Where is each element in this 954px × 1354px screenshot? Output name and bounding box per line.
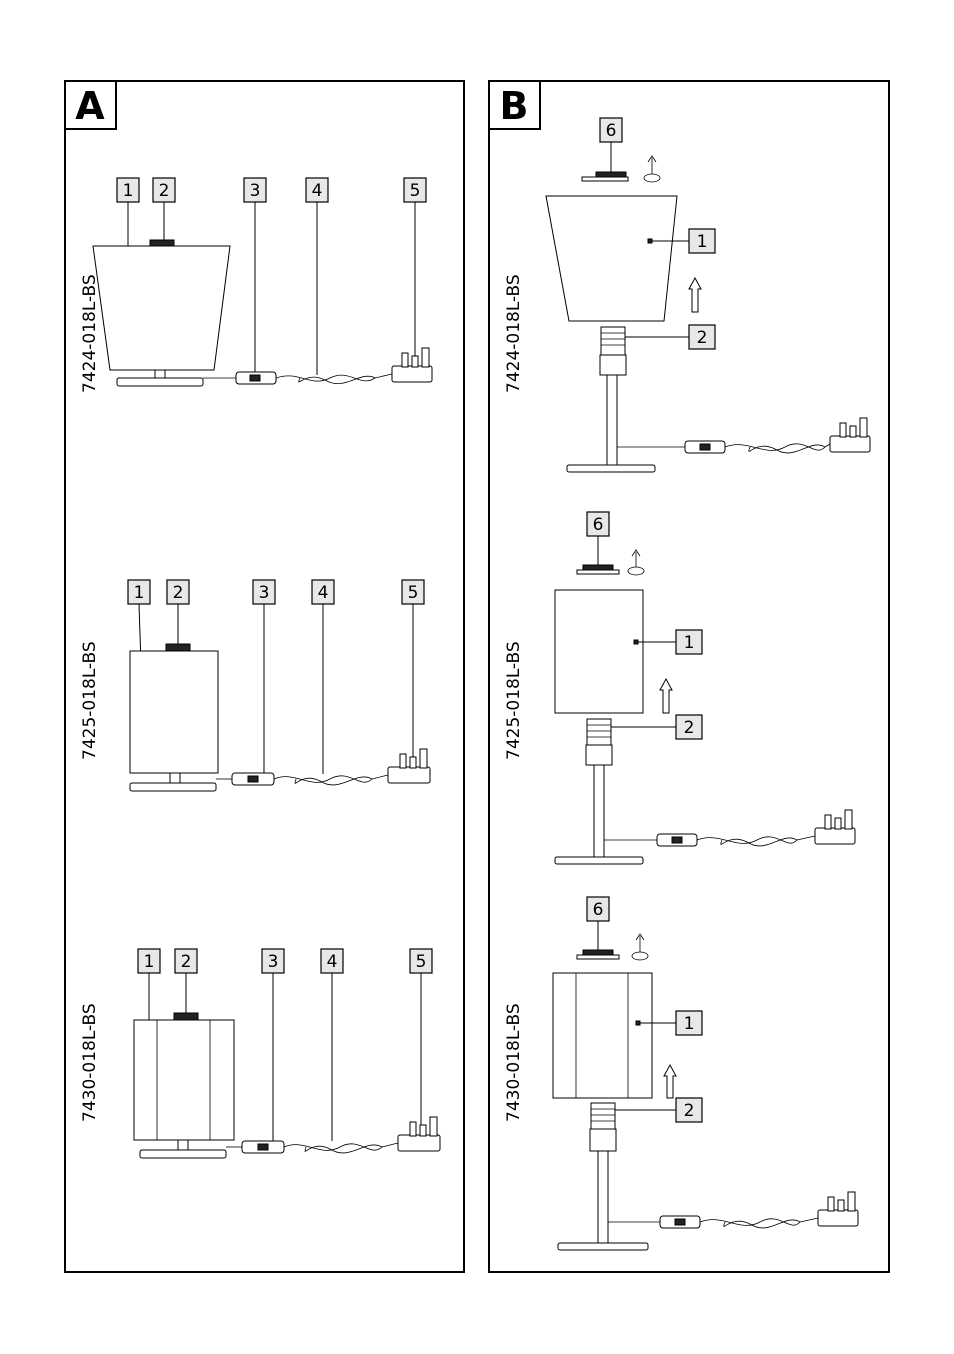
svg-text:1: 1 [684, 633, 695, 653]
svg-text:3: 3 [259, 583, 270, 603]
svg-text:1: 1 [134, 583, 145, 603]
model-label: 7424-018L-BS [504, 274, 524, 393]
panel-b-letter-box [488, 80, 541, 130]
callout-1: 1 [675, 1010, 703, 1036]
panel-a: A 7424-018L-BS 1 2 3 4 5 [64, 80, 465, 1273]
callout-1: 1 [675, 629, 703, 655]
svg-text:6: 6 [606, 121, 617, 141]
panel-a-letter: A [75, 84, 105, 128]
svg-text:5: 5 [408, 583, 419, 603]
svg-text:2: 2 [684, 718, 695, 738]
svg-text:2: 2 [159, 181, 170, 201]
panel-b: B 7424-018L-BS 6 1 2 [488, 80, 890, 1273]
panel-a-lamp-7425: 7425-018L-BS 1 2 3 4 5 [80, 579, 431, 792]
svg-text:3: 3 [250, 181, 261, 201]
callout-5: 5 [409, 948, 433, 974]
svg-text:6: 6 [593, 515, 604, 535]
callout-4: 4 [320, 948, 344, 974]
svg-text:1: 1 [123, 181, 134, 201]
callout-6: 6 [586, 896, 610, 922]
svg-text:1: 1 [684, 1014, 695, 1034]
callout-3: 3 [261, 948, 285, 974]
svg-text:2: 2 [684, 1101, 695, 1121]
svg-text:5: 5 [416, 952, 427, 972]
callout-1: 1 [127, 579, 151, 605]
svg-text:2: 2 [181, 952, 192, 972]
panel-b-lamp-7424: 7424-018L-BS 6 1 2 [504, 117, 871, 473]
panel-b-lamp-7425: 7425-018L-BS 6 1 2 [504, 511, 856, 865]
callout-5: 5 [401, 579, 425, 605]
panel-b-lamp-7430: 7430-018L-BS 6 1 2 [504, 896, 859, 1251]
callout-1: 1 [137, 948, 161, 974]
svg-text:3: 3 [268, 952, 279, 972]
svg-text:4: 4 [327, 952, 338, 972]
svg-text:2: 2 [697, 328, 708, 348]
callout-2: 2 [675, 1097, 703, 1123]
callout-1: 1 [688, 228, 716, 254]
callout-1: 1 [116, 177, 140, 203]
svg-text:4: 4 [312, 181, 323, 201]
panel-a-lamp-7424: 7424-018L-BS 1 2 3 4 5 [80, 177, 433, 393]
callout-2: 2 [166, 579, 190, 605]
model-label: 7430-018L-BS [80, 1003, 100, 1122]
callout-5: 5 [403, 177, 427, 203]
callout-6: 6 [599, 117, 623, 143]
svg-text:4: 4 [318, 583, 329, 603]
svg-text:1: 1 [144, 952, 155, 972]
panel-a-letter-box [64, 80, 117, 130]
model-label: 7425-018L-BS [80, 641, 100, 760]
panel-a-frame [64, 80, 465, 1273]
model-label: 7425-018L-BS [504, 641, 524, 760]
svg-text:2: 2 [173, 583, 184, 603]
panel-a-lamp-7430: 7430-018L-BS 1 2 3 4 5 [80, 948, 441, 1159]
callout-2: 2 [174, 948, 198, 974]
panel-b-frame [488, 80, 890, 1273]
panel-b-letter: B [500, 84, 529, 128]
callout-6: 6 [586, 511, 610, 537]
callout-2: 2 [152, 177, 176, 203]
model-label: 7430-018L-BS [504, 1003, 524, 1122]
callout-3: 3 [243, 177, 267, 203]
svg-text:6: 6 [593, 900, 604, 920]
callout-2: 2 [688, 324, 716, 350]
svg-text:5: 5 [410, 181, 421, 201]
callout-3: 3 [252, 579, 276, 605]
callout-4: 4 [305, 177, 329, 203]
callout-2: 2 [675, 714, 703, 740]
model-label: 7424-018L-BS [80, 274, 100, 393]
svg-text:1: 1 [697, 232, 708, 252]
callout-4: 4 [311, 579, 335, 605]
